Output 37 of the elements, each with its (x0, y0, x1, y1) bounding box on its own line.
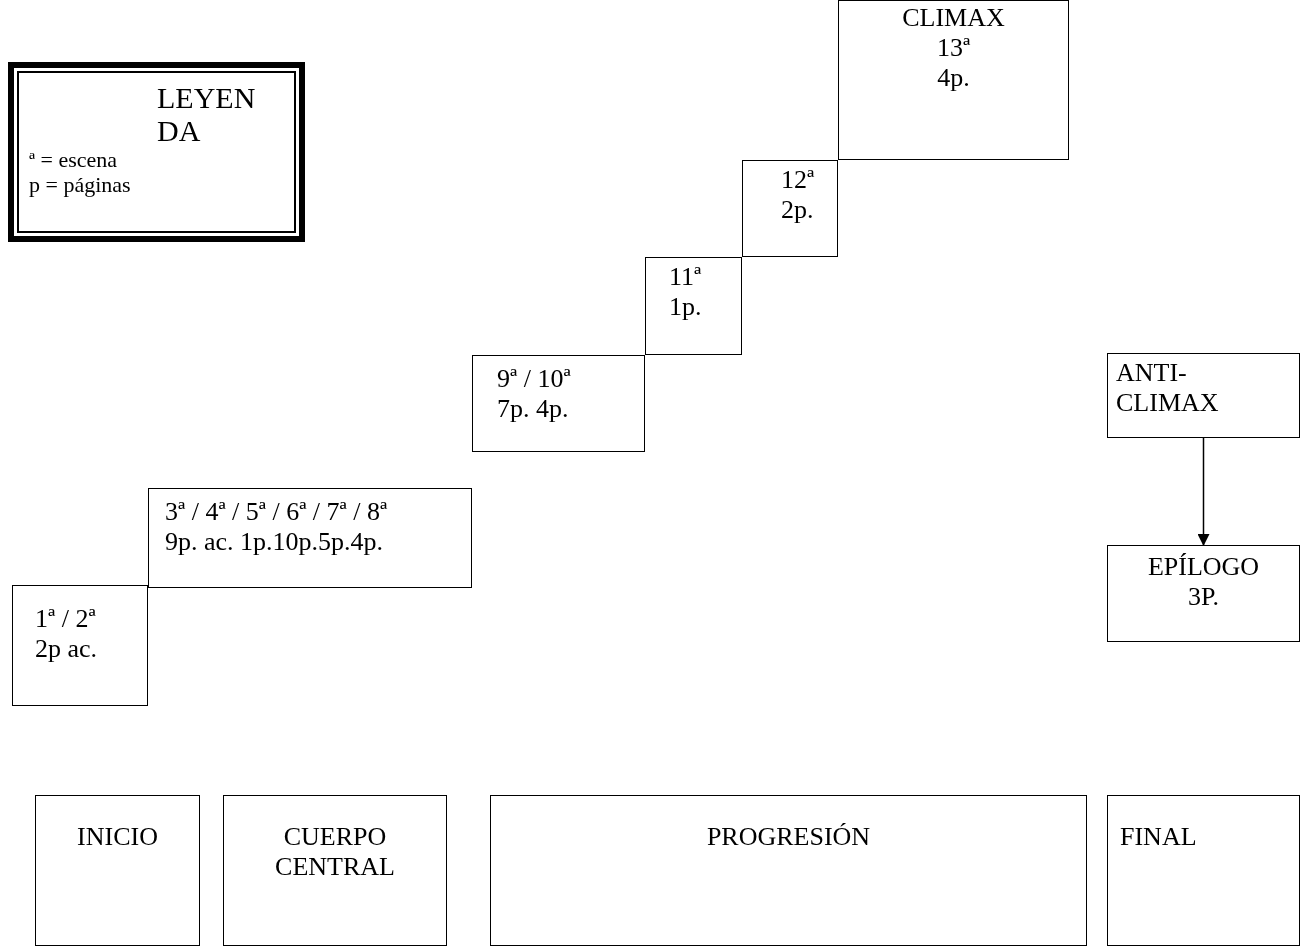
box-text: 4p. (937, 62, 970, 93)
box-text: EPÍLOGO (1147, 552, 1260, 582)
legend-title: LEYENDA (157, 81, 257, 147)
section-box (223, 795, 447, 946)
scene-box (472, 355, 645, 452)
box-text: 11ª (669, 262, 702, 292)
box-text: CUERPO CENTRAL (275, 822, 395, 882)
scene-box (645, 257, 742, 355)
section-box (1107, 795, 1300, 946)
box-text: ANTI- CLIMAX (1116, 358, 1220, 418)
legend-entry: p = páginas (29, 172, 132, 198)
box-text: 12ª (781, 165, 815, 195)
scene-box (1107, 545, 1300, 642)
scene-box (838, 0, 1069, 160)
box-text: INICIO (77, 822, 158, 852)
box-text: PROGRESIÓN (706, 822, 871, 852)
box-text: 1p. (669, 291, 702, 322)
scene-box (12, 585, 148, 706)
box-text: 9p. ac. 1p.10p.5p.4p. (165, 526, 384, 557)
box-text: 1ª / 2ª (35, 604, 96, 634)
box-text: 2p. (781, 194, 814, 225)
box-text: CLIMAX (902, 3, 1005, 33)
arrow (1197, 437, 1210, 546)
scene-box (742, 160, 838, 257)
box-text: FINAL (1120, 822, 1197, 852)
legend-box (8, 62, 305, 242)
section-box (490, 795, 1087, 946)
section-box (35, 795, 200, 946)
box-text: 3ª / 4ª / 5ª / 6ª / 7ª / 8ª (165, 497, 388, 527)
box-text: 2p ac. (35, 633, 98, 664)
box-text: 9ª / 10ª (497, 364, 571, 394)
box-text: 13ª (936, 32, 971, 63)
scene-box (148, 488, 472, 588)
legend-entry: ª = escena (29, 147, 119, 173)
scene-box (1107, 353, 1300, 438)
box-text: 3P. (1187, 581, 1220, 612)
box-text: 7p. 4p. (497, 393, 569, 424)
